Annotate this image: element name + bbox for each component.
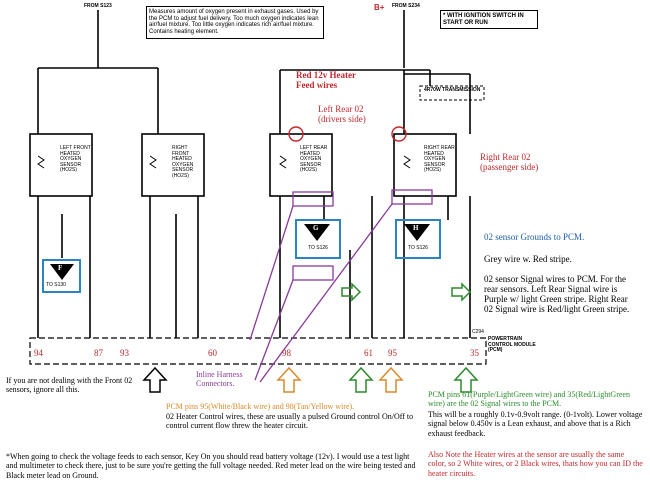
fuse-left-label: FROM S123 bbox=[84, 3, 112, 9]
heater-wire-note: Also Note the Heater wires at the sensor… bbox=[428, 450, 643, 478]
left-rear-label: Left Rear 02 (drivers side) bbox=[318, 104, 366, 125]
ignition-note: * WITH IGNITION SWITCH IN START OR RUN bbox=[440, 10, 538, 30]
heater-control-note-a: PCM pins 95(White/Black wire) and 98(Tan… bbox=[166, 402, 355, 411]
front-note: If you are not dealing with the Front 02… bbox=[6, 376, 133, 395]
pcm-pin: 60 bbox=[208, 348, 217, 358]
pcm-pin: 93 bbox=[120, 348, 129, 358]
sensor-left-rear: LEFT REAR HEATED OXYGEN SENSOR (HO2S) bbox=[300, 145, 328, 174]
ground-h-letter: H bbox=[413, 224, 419, 232]
ground-g-letter: G bbox=[313, 224, 319, 232]
pcm-pin: 95 bbox=[388, 348, 397, 358]
sensor-left-front: LEFT FRONT HEATED OXYGEN SENSOR (HO2S) bbox=[60, 145, 91, 174]
pcm-label: POWERTRAIN CONTROL MODULE (PCM) bbox=[488, 336, 536, 354]
sensor-right-rear: RIGHT REAR HEATED OXYGEN SENSOR (HO2S) bbox=[424, 145, 455, 174]
pcm-pin: 87 bbox=[94, 348, 103, 358]
bottom-note: *When going to check the voltage feeds t… bbox=[6, 452, 416, 480]
pcm-pin: 35 bbox=[470, 348, 479, 358]
pcm-pin: 94 bbox=[34, 348, 43, 358]
bplus-label: B+ bbox=[374, 3, 385, 12]
fuse-right-label: FROM S234 bbox=[392, 3, 420, 9]
ground-f-to: TO S130 bbox=[46, 282, 66, 288]
sensor-right-front: RIGHT FRONT HEATED OXYGEN SENSOR (HO2S) bbox=[172, 145, 194, 179]
pcm-connector: C294 bbox=[472, 329, 484, 335]
ground-h-to: TO S126 bbox=[408, 245, 428, 251]
inline-note: Inline Harness Connectors. bbox=[196, 370, 243, 389]
red-heater-feed-label: Red 12v Heater Feed wires bbox=[296, 70, 356, 91]
signal-note: 02 sensor Signal wires to PCM. For the r… bbox=[484, 274, 630, 315]
top-note: Measures amount of oxygen present in exh… bbox=[146, 6, 324, 39]
heater-control-note-b: 02 Heater Control wires, these are usual… bbox=[166, 412, 414, 431]
ground-note-title: 02 sensor Grounds to PCM. bbox=[484, 232, 585, 242]
right-rear-label: Right Rear 02 (passenger side) bbox=[480, 152, 539, 173]
signal-pins-note-b: This will be a roughly 0.1v-0.9volt rang… bbox=[428, 410, 643, 438]
signal-pins-note-a: PCM pins 61(Purple/LightGreen wire) and … bbox=[428, 390, 630, 409]
transmission-label: 4R70W TRANSMISSION bbox=[424, 87, 481, 93]
ground-note-body: Grey wire w. Red stripe. bbox=[484, 254, 572, 264]
ground-g-to: TO S126 bbox=[308, 245, 328, 251]
pcm-pin: 61 bbox=[364, 348, 373, 358]
pcm-pin: 98 bbox=[282, 348, 291, 358]
ground-f-letter: F bbox=[58, 264, 63, 272]
